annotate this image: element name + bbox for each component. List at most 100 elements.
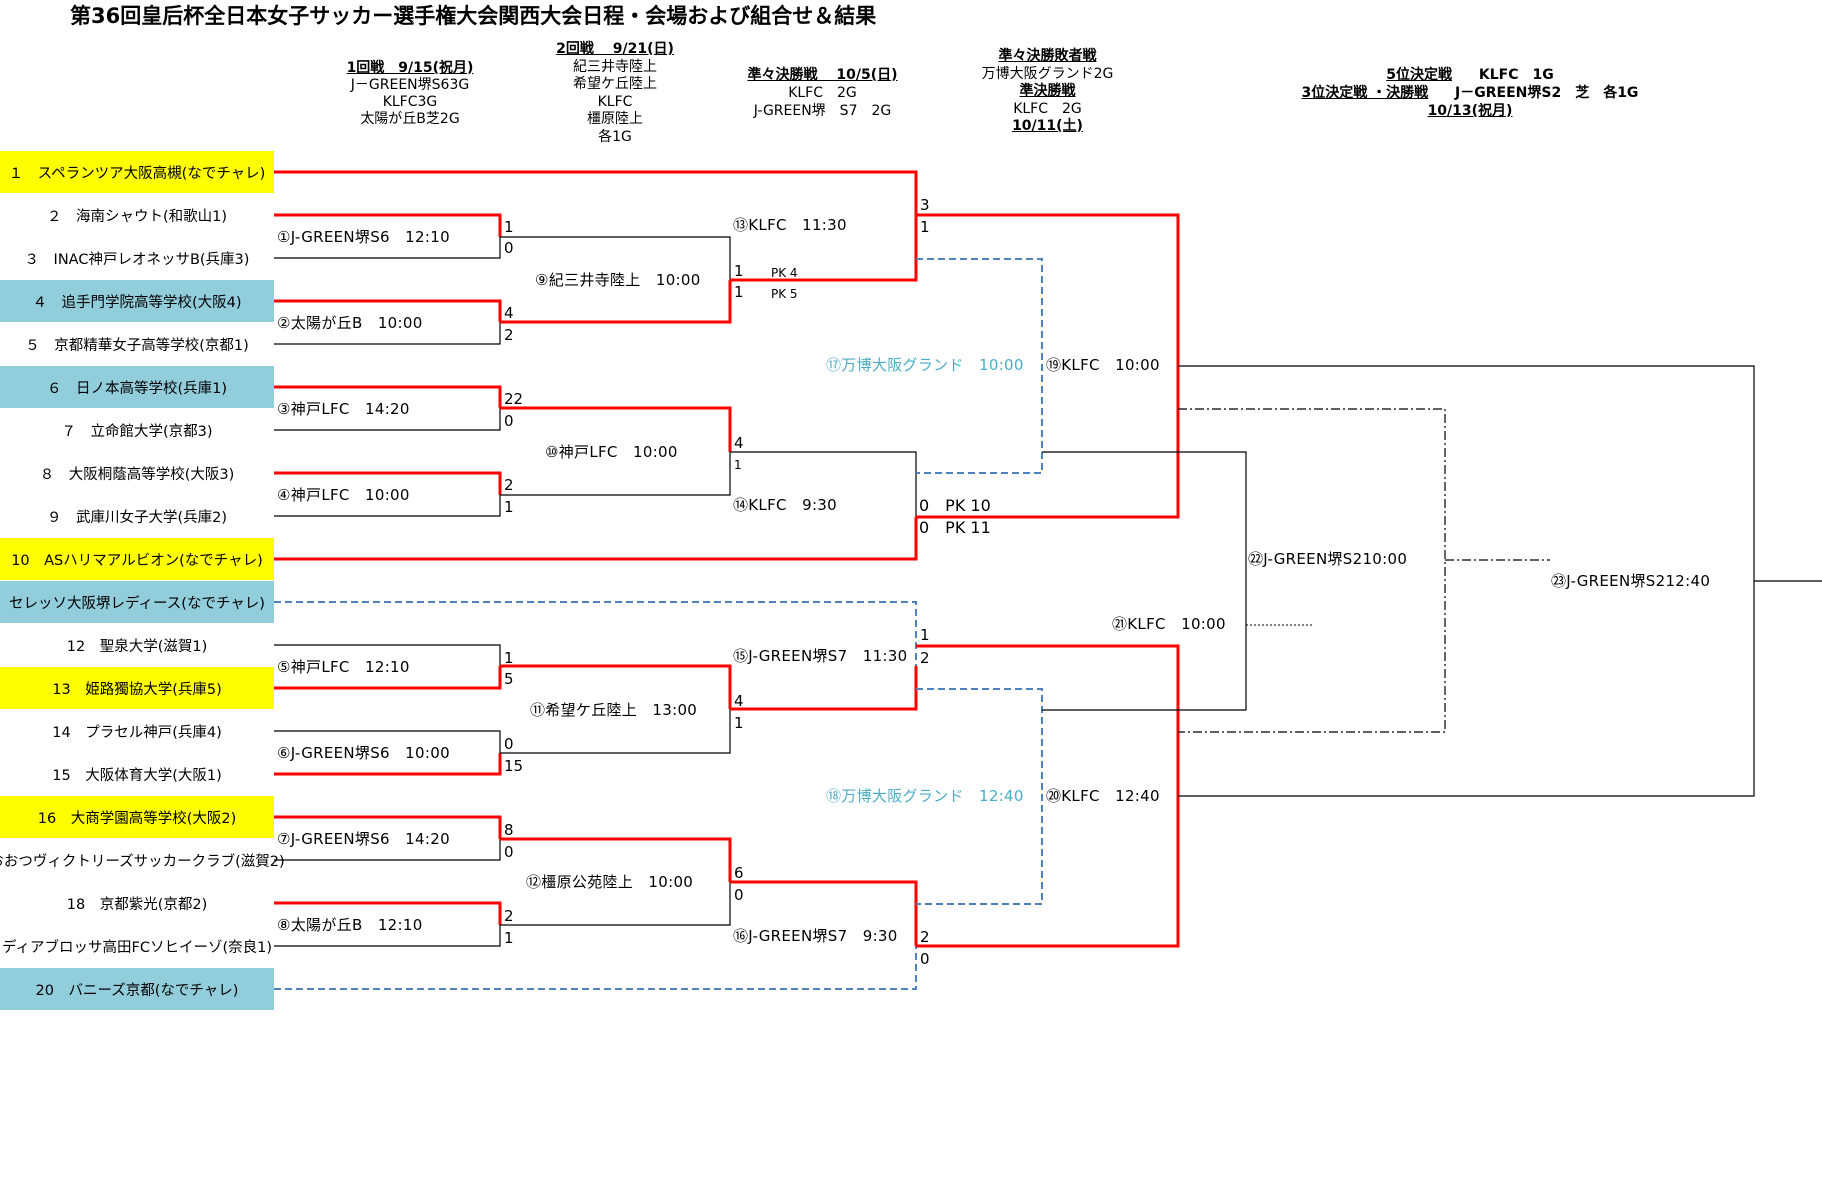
match-7-line — [274, 839, 501, 861]
match-4-line — [274, 471, 502, 495]
match-11-line — [500, 664, 732, 709]
match-19-line — [916, 213, 1180, 366]
match-7-score-bottom: 0 — [504, 843, 514, 861]
header-3rd-final-venue: J－GREEN堺S2 芝 各1G — [1455, 85, 1639, 101]
header-final-date: 10/13(祝月) — [1427, 103, 1513, 119]
match-7-venue: ⑦J-GREEN堺S6 14:20 — [277, 830, 450, 848]
match-12-score-bottom: 0 — [734, 886, 744, 904]
match-10-line — [500, 406, 732, 452]
match-10-venue: ⑩神戸LFC 10:00 — [545, 443, 678, 461]
match-16-score-bottom: 0 — [920, 950, 930, 968]
match-8-line — [274, 901, 502, 925]
team-cell: ディアブロッサ高田FCソヒイーゾ(奈良1) — [2, 939, 272, 956]
match-4-venue: ④神戸LFC 10:00 — [277, 486, 410, 504]
team-cell: ２ 海南シャウト(和歌山1) — [46, 208, 228, 225]
team-cell: 14 プラセル神戸(兵庫4) — [52, 724, 222, 741]
header-semifinal-loser-title: 準々決勝敗者戦 — [998, 48, 1097, 64]
match-8-score-bottom: 1 — [504, 929, 514, 947]
header-semifinal-loser-venue: 万博大阪グランド2G — [981, 65, 1114, 82]
match-5-score-bottom: 5 — [504, 670, 514, 688]
header-semifinal-title: 準決勝戦 — [1019, 83, 1076, 99]
team-cell: ９ 武庫川女子大学(兵庫2) — [46, 509, 228, 526]
match-2-score-top: 4 — [504, 304, 514, 322]
match-6-score-top: 0 — [504, 735, 514, 753]
match-23-venue: ㉓J-GREEN堺S212:40 — [1551, 572, 1711, 590]
header-round2-line: 橿原陸上 — [587, 111, 643, 127]
team-cell: ４ 追手門学院高等学校(大阪4) — [0, 280, 274, 322]
match-3-venue: ③神戸LFC 14:20 — [277, 400, 410, 418]
match-10-score-bottom: 1 — [734, 458, 742, 472]
match-2-score-bottom: 2 — [504, 326, 514, 344]
match-13-venue: ⑬KLFC 11:30 — [733, 216, 847, 234]
match-5-score-top: 1 — [504, 649, 514, 667]
header-quarterfinal-line: KLFC 2G — [788, 85, 857, 101]
match-1-line — [274, 237, 501, 259]
header-round2-line: 各1G — [598, 128, 632, 145]
team-cell: セレッソ大阪堺レディース(なでチャレ) — [0, 581, 274, 623]
team-cell: おおつヴィクトリーズサッカークラブ(滋賀2) — [0, 853, 285, 870]
match-13-line — [274, 170, 918, 215]
match-5-venue: ⑤神戸LFC 12:10 — [277, 658, 410, 676]
team-cell: 16 大商学園高等学校(大阪2) — [0, 796, 274, 838]
team-cell: 20 バニーズ京都(なでチャレ) — [0, 968, 274, 1010]
match-1-score-top: 1 — [504, 218, 514, 236]
match-9-line — [500, 236, 731, 280]
match-2-venue: ②太陽が丘B 10:00 — [277, 314, 423, 332]
match-5-line — [274, 666, 502, 690]
header-round1-title: 1回戦 9/15(祝月) — [346, 60, 474, 76]
team-cell: ５ 京都精華女子高等学校(京都1) — [25, 337, 249, 354]
header-round2-line: 紀三井寺陸上 — [573, 58, 657, 75]
header-round1-line: 太陽が丘B芝2G — [360, 111, 460, 127]
match-11-venue: ⑪希望ケ丘陸上 13:00 — [530, 701, 698, 719]
match-7-score-top: 8 — [504, 821, 514, 839]
header-round2-line: KLFC — [597, 93, 633, 110]
match-17-line — [916, 258, 1043, 474]
match-10-line — [500, 452, 731, 496]
match-18-venue: ⑱万博大阪グランド 12:40 — [826, 787, 1024, 805]
match-17-venue: ⑰万博大阪グランド 10:00 — [826, 356, 1024, 374]
match-9-pk-top: PK 4 — [771, 266, 798, 280]
match-4-score-bottom: 1 — [504, 498, 514, 516]
team-cell: ７ 立命館大学(京都3) — [61, 423, 213, 440]
match-13-score-bottom: 1 — [920, 218, 930, 236]
match-14-line — [274, 517, 918, 561]
match-4-line — [274, 495, 501, 517]
team-cell: ６ 日ノ本高等学校(兵庫1) — [0, 366, 274, 408]
match-20-line — [916, 796, 1180, 948]
header-semifinal: 準々決勝敗者戦 万博大阪グランド2G 準決勝戦 KLFC 2G 10/11(土) — [950, 48, 1145, 136]
match-11-score-bottom: 1 — [734, 714, 744, 732]
match-9-line — [500, 280, 732, 324]
match-1-line — [274, 213, 502, 237]
match-3-score-top: 22 — [504, 390, 524, 408]
team-cell: 18 京都紫光(京都2) — [66, 896, 208, 913]
match-15-venue: ⑮J-GREEN堺S7 11:30 — [733, 647, 908, 665]
match-8-line — [274, 925, 501, 947]
match-14-score-top: 0 PK 10 — [919, 496, 991, 515]
match-10-score-top: 4 — [734, 434, 744, 452]
team-cell: 12 聖泉大学(滋賀1) — [66, 638, 208, 655]
match-7-line — [274, 815, 502, 839]
header-quarterfinal: 準々決勝戦 10/5(日) KLFC 2G J-GREEN堺 S7 2G — [720, 66, 925, 120]
match-16-venue: ⑯J-GREEN堺S7 9:30 — [733, 927, 898, 945]
header-round1: 1回戦 9/15(祝月) J－GREEN堺S63G KLFC3G 太陽が丘B芝2… — [290, 60, 530, 128]
team-cell: 10 ASハリマアルビオン(なでチャレ) — [0, 538, 274, 580]
match-19-line — [916, 366, 1180, 519]
match-12-line — [500, 882, 731, 926]
match-6-venue: ⑥J-GREEN堺S6 10:00 — [277, 744, 450, 762]
header-5th-venue: KLFC 1G — [1478, 67, 1554, 83]
match-16-score-top: 2 — [920, 928, 930, 946]
match-21-venue: ㉑KLFC 10:00 — [1112, 615, 1226, 633]
match-20-venue: ⑳KLFC 12:40 — [1046, 787, 1160, 805]
match-14-score-bottom: 0 PK 11 — [919, 518, 991, 537]
match-14-venue: ⑭KLFC 9:30 — [733, 496, 837, 514]
match-9-score-bottom: 1 — [734, 283, 744, 301]
match-15-score-bottom: 2 — [920, 649, 930, 667]
match-6-line — [274, 753, 502, 776]
match-19-venue: ⑲KLFC 10:00 — [1046, 356, 1160, 374]
team-cell: ８ 大阪桐蔭高等学校(大阪3) — [39, 466, 235, 483]
header-round2-title: 2回戦 9/21(日) — [556, 41, 674, 57]
match-15-score-top: 1 — [920, 626, 930, 644]
match-21-line — [1042, 451, 1247, 711]
match-8-venue: ⑧太陽が丘B 12:10 — [277, 916, 423, 934]
